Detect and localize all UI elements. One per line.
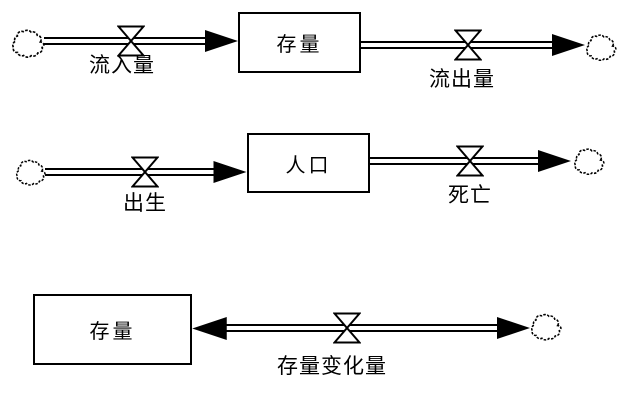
row3-cloud-icon [530, 313, 563, 341]
row2-stock-box: 人口 [247, 133, 370, 193]
row1-outflow-valve-icon [454, 29, 482, 61]
row2-inflow-arrowhead-icon [213, 161, 247, 183]
row1-sink-cloud-icon [585, 34, 618, 61]
row1-outflow-label: 流出量 [429, 67, 495, 91]
row2-outflow-valve-icon [456, 145, 484, 177]
row3-stock-label: 存量 [89, 321, 136, 343]
row1-inflow-arrowhead-icon [205, 30, 238, 52]
row2-inflow-label: 出生 [123, 191, 167, 215]
row1-outflow-arrowhead-icon [552, 34, 585, 56]
row1-inflow-label: 流入量 [89, 53, 155, 77]
row2-outflow-pipe [370, 157, 540, 165]
row1-source-cloud-icon [11, 29, 46, 58]
row3-biflow-valve-icon [333, 312, 361, 344]
row2-outflow-arrowhead-icon [538, 150, 571, 172]
row3-stock-box: 存量 [33, 294, 192, 365]
row2-inflow-valve-icon [131, 156, 159, 188]
row1-stock-box: 存量 [238, 12, 361, 73]
row3-biflow-label: 存量变化量 [277, 354, 387, 378]
row2-sink-cloud-icon [573, 148, 606, 175]
row3-left-arrowhead-icon [192, 317, 227, 340]
row1-outflow-pipe [361, 41, 554, 49]
row2-source-cloud-icon [15, 159, 47, 186]
row2-stock-label: 人口 [285, 154, 332, 177]
row3-biflow-pipe [225, 324, 499, 332]
row2-inflow-pipe [45, 168, 215, 176]
row1-inflow-valve-icon [117, 25, 145, 57]
row3-right-arrowhead-icon [497, 317, 530, 339]
row1-inflow-pipe [44, 37, 207, 45]
row2-outflow-label: 死亡 [448, 183, 492, 207]
row1-stock-label: 存量 [276, 34, 323, 56]
